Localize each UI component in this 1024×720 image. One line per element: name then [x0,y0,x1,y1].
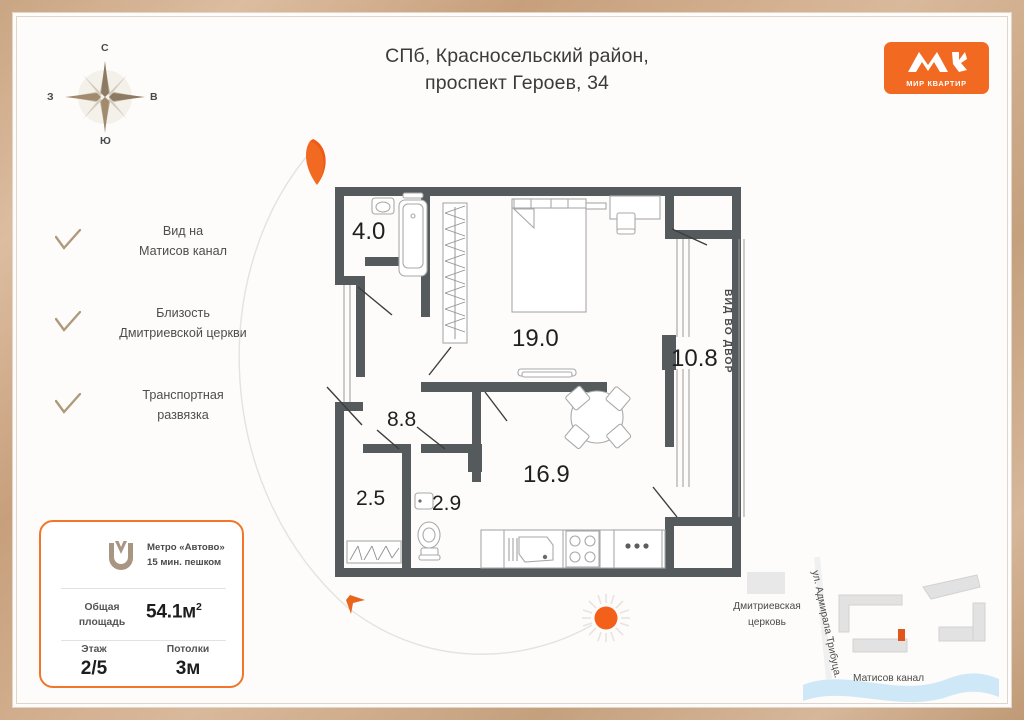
room-area-bedroom: 19.0 [512,325,559,352]
church-label-line-2: церковь [747,617,786,628]
feature-text: Близость Дмитриевской церкви [103,303,263,343]
console-table-icon [517,368,577,378]
check-icon [54,228,82,251]
compass-label-east: В [150,91,158,103]
minimap-svg [747,556,999,703]
total-area-row: Общая площадь 54.1м2 [41,594,246,640]
wardrobe-icon [442,202,468,344]
ceiling-value: 3м [175,658,201,679]
area-label-line-1: Общая [84,602,120,613]
feature-item: Близость Дмитриевской церкви [47,303,277,343]
metro-info: Метро «Автово» 15 мин. пешком [55,538,235,578]
closet-rail-icon [346,540,402,564]
moon-icon [305,139,326,185]
minimap-canal-label: Матисов канал [853,673,925,684]
feature-line-1: Вид на [162,224,204,238]
area-label-line-2: площадь [78,617,126,628]
poster-inner: СПб, Красносельский район, проспект Геро… [16,16,1008,704]
church-label-line-1: Дмитриевская [733,601,801,612]
brand-name: МИР КВАРТИР [906,79,967,88]
ceiling-cell: Потолки 3м [145,644,231,680]
feature-item: Транспортная развязка [47,385,277,425]
minimap-target-marker [898,629,905,641]
room-area-loggia: 10.8 [671,345,718,372]
appliance-knobs-icon [613,529,663,569]
room-area-wc: 2.9 [432,492,462,515]
minimap-canal-shape [803,673,999,703]
check-icon [54,310,82,333]
plan-thin-lines [343,239,745,517]
room-area-hall: 8.8 [387,408,417,431]
minimap-church-label: Дмитриевская церковь [722,599,812,631]
metro-station: Метро «Автово» [147,542,225,553]
washbasin-icon [371,197,395,215]
feature-line-1: Транспортная [142,388,224,402]
compass-label-west: З [47,91,54,103]
property-info-card: Метро «Автово» 15 мин. пешком Общая площ… [39,520,244,688]
card-divider [61,588,226,589]
card-divider [61,640,226,641]
courtyard-view-label: ВИД ВО ДВОР [722,289,733,374]
door-leader-lines [326,228,708,518]
title-line-1: СПб, Красносельский район, [385,45,649,67]
bathtub-icon [398,192,428,277]
minimap-street-line [814,556,832,680]
floor-value: 2/5 [80,658,108,679]
features-list: Вид на Матисов канал Близость Дмитриевск… [47,221,277,467]
kitchen-sink-icon [508,536,554,563]
nightstand-icon [609,195,661,235]
title-line-2: проспект Героев, 34 [425,72,609,94]
floor-plan: 4.0 19.0 10.8 8.8 2.5 2.9 16.9 ВИД ВО ДВ… [17,17,1009,705]
compass-label-north: С [101,42,109,54]
total-area-label: Общая площадь [63,600,141,630]
room-area-closet: 2.5 [356,487,386,510]
check-icon [54,392,82,415]
plan-furniture [346,192,666,569]
floor-plan-svg [238,139,745,655]
compass-icon [65,61,145,133]
location-minimap: Дмитриевская церковь ул. Адмирала Трибуц… [717,507,1009,705]
compass-rose: С В Ю З [45,39,165,149]
feature-line-2: Дмитриевской церкви [119,326,247,340]
feature-line-1: Близость [156,306,210,320]
feature-line-2: развязка [157,408,209,422]
total-area-value: 54.1м [146,601,197,623]
feature-text: Вид на Матисов канал [103,221,263,261]
minimap-church-block [747,572,785,594]
dining-set-icon [564,385,632,450]
sun-icon [582,594,630,642]
mk-mark-icon [884,48,989,79]
page-title: СПб, Красносельский район, проспект Геро… [317,43,717,97]
floor-ceiling-row: Этаж 2/5 Потолки 3м [41,644,246,690]
feature-line-2: Матисов канал [139,244,227,258]
feature-text: Транспортная развязка [103,385,263,425]
total-area-value-wrap: 54.1м2 [146,601,202,623]
area-unit-exponent: 2 [196,601,202,613]
wc-washbasin-icon [414,492,434,510]
feature-item: Вид на Матисов канал [47,221,277,261]
metro-walk-time: 15 мин. пешком [147,557,222,568]
toilet-icon [417,521,441,561]
room-area-bathroom: 4.0 [352,218,386,245]
compass-label-south: Ю [100,135,111,147]
stove-icon [565,530,600,568]
ceiling-label: Потолки [166,644,210,655]
metro-icon [103,538,139,572]
floor-label: Этаж [81,644,107,655]
metro-text: Метро «Автово» 15 мин. пешком [147,540,225,570]
poster-canvas: СПб, Красносельский район, проспект Геро… [17,17,1009,705]
brand-logo[interactable]: МИР КВАРТИР [884,42,989,94]
room-area-kitchen: 16.9 [523,461,570,488]
minimap-buildings [838,574,986,653]
floor-cell: Этаж 2/5 [55,644,133,680]
bed-icon [511,198,607,313]
direction-arrow-icon [346,595,365,614]
sun-path-arc [238,147,593,655]
